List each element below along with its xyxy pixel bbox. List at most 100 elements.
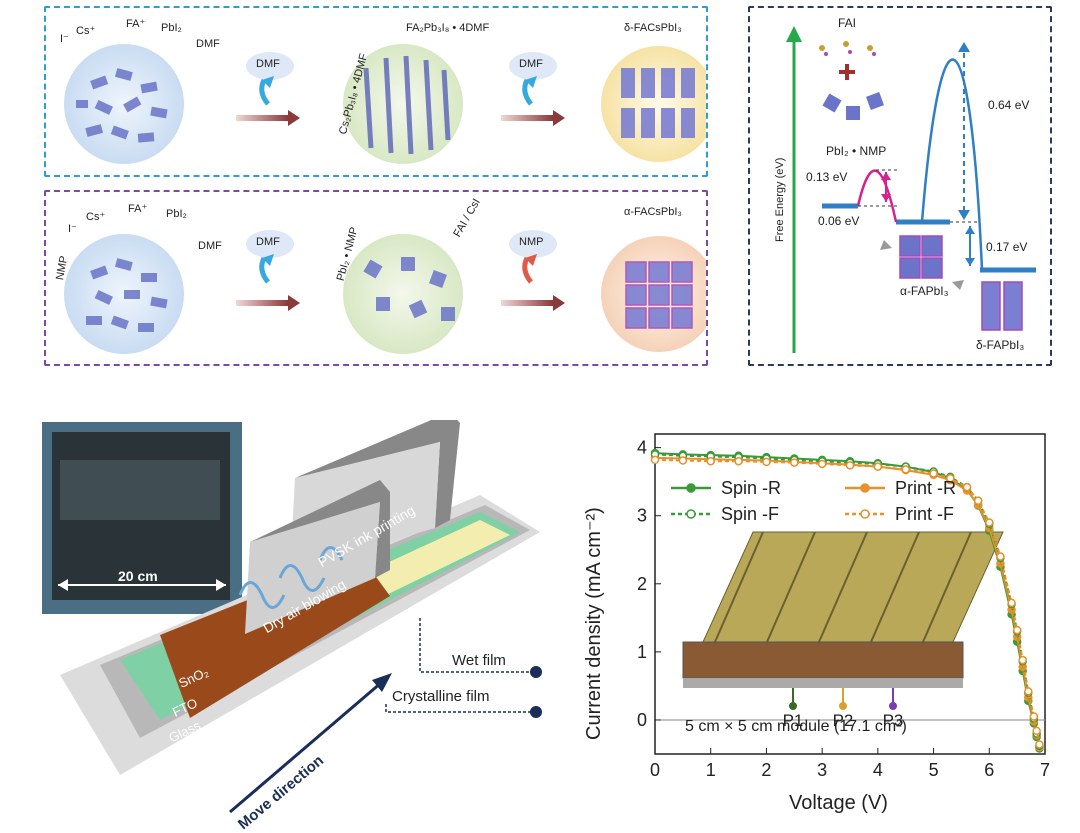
- energy-axis-arrow: [786, 26, 802, 42]
- small-barrier-curve: [856, 169, 898, 223]
- data-point: [973, 496, 983, 505]
- module-stripe: [922, 531, 972, 643]
- legend-marker: [860, 509, 870, 519]
- plot-frame: [654, 433, 1046, 755]
- legend-marker: [686, 509, 696, 519]
- intermediate-sphere: [343, 234, 463, 354]
- data-point: [929, 469, 938, 478]
- wet-film-marker: [530, 666, 542, 678]
- solvent-cloud: [246, 52, 294, 80]
- data-point: [996, 552, 1005, 561]
- y-axis-label: Current density (mA cm⁻²): [583, 507, 605, 740]
- y-tick-label: 0: [637, 710, 647, 730]
- barrier-small-value: 0.13 eV: [806, 170, 848, 184]
- label-fa: FA⁺: [128, 203, 148, 215]
- reactant-fai: FAI: [838, 16, 857, 30]
- x-tick-label: 5: [929, 760, 939, 780]
- wet-film: [350, 520, 510, 598]
- product-sphere-delta: [601, 46, 706, 162]
- solvent-cloud: [509, 52, 557, 80]
- scribe-label: P1: [783, 711, 804, 730]
- label-dmf: DMF: [198, 240, 222, 252]
- y-tick-label: 2: [637, 574, 647, 594]
- data-point: [1007, 598, 1016, 608]
- data-point: [1012, 625, 1022, 635]
- product-label: δ-FACsPbI₃: [624, 22, 682, 34]
- solvent-cloud: [246, 230, 294, 258]
- solvent-label: DMF: [519, 58, 543, 70]
- y-tick-label: 1: [637, 642, 647, 662]
- data-point: [901, 465, 910, 474]
- scribe-marker-dot: [789, 702, 797, 710]
- data-point: [706, 456, 715, 466]
- x-tick-label: 6: [984, 760, 994, 780]
- panel-b-box: Free Energy (eV) FAI PbI₂ • NMP 0.13 eV …: [748, 6, 1052, 366]
- panel-a-top-box: I⁻ Cs⁺ FA⁺ PbI₂ DMF DMF Cs₂Pb₃I₈ • 4DMF …: [44, 6, 708, 177]
- crystalline-film-marker: [530, 706, 542, 718]
- scribe-label: P3: [883, 711, 904, 730]
- solvent-cloud: [509, 230, 557, 258]
- module-inset-top: [702, 531, 1004, 643]
- data-point: [734, 456, 743, 466]
- data-point: [1018, 655, 1027, 665]
- process-arrow: [236, 115, 288, 121]
- y-tick-label: 4: [637, 438, 647, 458]
- solvent-label: DMF: [256, 58, 280, 70]
- crystalline-film-label: Crystalline film: [392, 688, 490, 705]
- data-point: [762, 457, 771, 467]
- printing-schematic: [42, 420, 542, 814]
- legend-label: Print -F: [895, 504, 954, 524]
- module-annotation: 5 cm × 5 cm module (17.1 cm²): [685, 718, 907, 735]
- module-inset-substrate: [683, 678, 963, 688]
- label-fa: FA⁺: [126, 18, 146, 30]
- reactant-pbi2-nmp: PbI₂ • NMP: [826, 144, 887, 158]
- data-point: [985, 518, 994, 527]
- data-point: [650, 455, 660, 465]
- process-arrow: [501, 115, 553, 121]
- large-barrier-curve: [920, 58, 984, 271]
- printing-head: [295, 420, 460, 528]
- x-tick-label: 1: [706, 760, 716, 780]
- label-pbi2: PbI₂: [166, 208, 187, 220]
- intermediate-label-2: FA₂Pb₃I₈ • 4DMF: [406, 22, 490, 34]
- phase-delta-label: δ-FAPbI₃: [976, 338, 1025, 352]
- gap-value: 0.17 eV: [986, 240, 1028, 254]
- label-dmf: DMF: [196, 38, 220, 50]
- x-axis-label: Voltage (V): [789, 792, 888, 814]
- phase-alpha-label: α-FAPbI₃: [900, 284, 949, 298]
- data-point: [946, 474, 955, 483]
- legend-label: Spin -R: [721, 478, 781, 498]
- module-stripe: [870, 531, 920, 643]
- photo-scale-label: 20 cm: [118, 568, 158, 584]
- energy-diagram: [786, 26, 1036, 353]
- legend-marker: [686, 483, 696, 493]
- level-small-value: 0.06 eV: [818, 214, 860, 228]
- wet-film-label: Wet film: [452, 652, 506, 669]
- panel-a-bottom-box: NMP I⁻ Cs⁺ FA⁺ PbI₂ DMF DMF PbI₂ • NMP F…: [44, 190, 708, 366]
- intermediate-sphere: [343, 44, 463, 164]
- solvent-label: DMF: [256, 236, 280, 248]
- y-tick-label: 3: [637, 506, 647, 526]
- process-arrow: [236, 300, 288, 306]
- product-label: α-FACsPbI₃: [624, 206, 682, 218]
- scribe-label: P2: [833, 711, 854, 730]
- blowing-head: [250, 480, 390, 578]
- module-stripe: [766, 531, 816, 643]
- scribe-marker-dot: [889, 702, 897, 710]
- x-tick-label: 3: [817, 760, 827, 780]
- panel-c: 20 cm PVSK ink printing Dry air blowing …: [40, 420, 560, 833]
- label-iodide: I⁻: [68, 223, 77, 235]
- data-point: [1024, 687, 1033, 696]
- data-point: [817, 459, 827, 469]
- x-tick-label: 4: [873, 760, 883, 780]
- x-tick-label: 2: [761, 760, 771, 780]
- data-point: [790, 458, 799, 467]
- data-point: [678, 456, 688, 465]
- x-tick-label: 0: [650, 760, 660, 780]
- data-point: [1029, 712, 1039, 721]
- label-pbi2: PbI₂: [161, 22, 182, 34]
- data-point: [873, 462, 883, 471]
- panel-a-bottom-diagram: [64, 230, 706, 354]
- label-cs: Cs⁺: [76, 25, 96, 37]
